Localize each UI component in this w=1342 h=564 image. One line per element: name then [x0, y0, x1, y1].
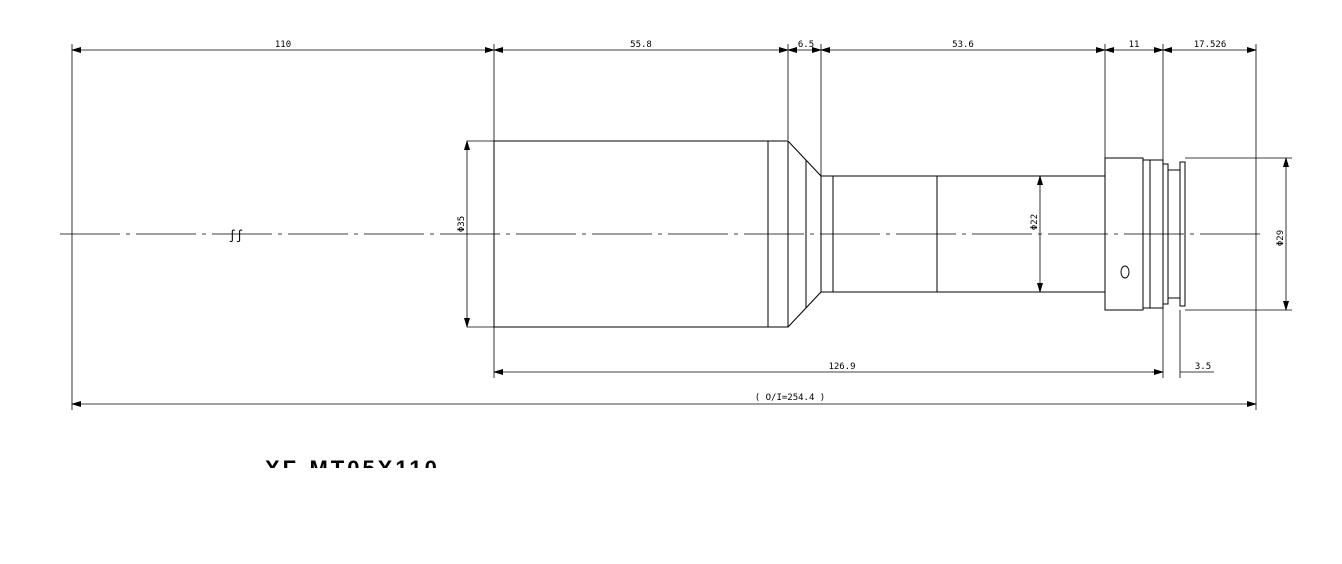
dia-mount: Φ29: [1276, 230, 1286, 246]
dim-taper-length: 6.5: [798, 40, 814, 50]
dim-object-to-image: ( O/I=254.4 ): [755, 393, 825, 403]
diameter-lines: [464, 140, 1289, 328]
dia-barrel: Φ22: [1030, 214, 1040, 230]
dim-mount-length: 17.526: [1194, 40, 1227, 50]
dim-overall-length: 126.9: [828, 362, 855, 372]
dim-body-length: 55.8: [630, 40, 652, 50]
lens-mount: [1162, 161, 1186, 307]
bottom-dimension-lines: [71, 369, 1257, 407]
break-symbol: ∫∫: [229, 229, 243, 243]
set-screw: [1120, 265, 1130, 279]
model-label: XF-MT05X110: [265, 456, 440, 481]
extension-lines: [71, 44, 1292, 410]
dim-barrel-length: 53.6: [952, 40, 974, 50]
lens-body: [493, 140, 789, 328]
dim-ring-length: 11: [1129, 40, 1140, 50]
dim-flange-offset: 3.5: [1195, 362, 1211, 372]
dim-working-distance: 110: [275, 40, 291, 50]
dia-body: Φ35: [457, 216, 467, 232]
